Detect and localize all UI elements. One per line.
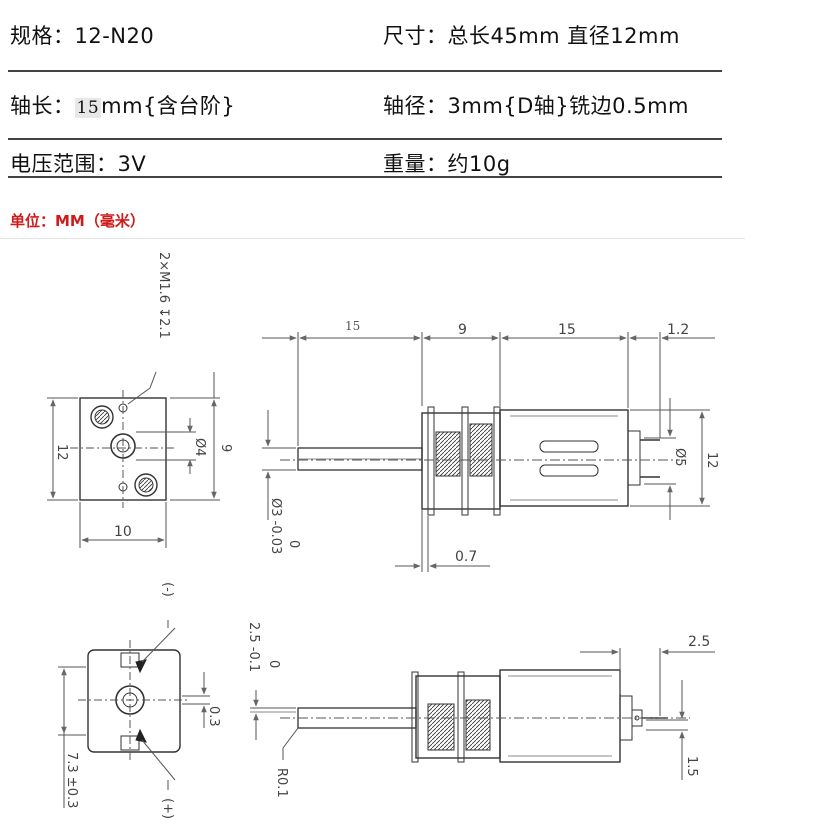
dim-7-3: 7.3 ±0.3 [64,752,79,808]
front-view-bottom [58,620,210,808]
spec-cell-shaft-length: 轴长：15mm{含台阶} [10,90,235,120]
dim-top-15b: 15 [558,322,576,338]
spec-row-3: 电压范围：3V 重量：约10g [0,142,722,194]
dim-shaft-dia-a: Ø3 -0.03 [268,498,283,554]
terminal-minus: (-) [160,582,175,597]
weight-value: 约10g [447,152,511,176]
shaft-diameter-value: 3mm{D轴}铣边0.5mm [447,94,689,118]
dim-9: 9 [218,444,233,452]
spec-cell-shaft-diameter: 轴径：3mm{D轴}铣边0.5mm [383,90,689,120]
screw-spec: 2×M1.6 ↧2.1 [156,252,171,339]
voltage-value: 3V [117,152,147,176]
spec-cell-model: 规格：12-N20 [10,20,154,50]
front-view-top [47,371,220,548]
row-divider [8,70,722,72]
terminal-plus: (+) [160,798,175,819]
spec-cell-weight: 重量：约10g [383,148,511,178]
dim-shaft-dia-b: 0 [286,540,301,548]
spec-cell-size: 尺寸：总长45mm 直径12mm [383,20,680,50]
dim-r0-1: R0.1 [274,768,289,798]
spec-row-1: 规格：12-N20 尺寸：总长45mm 直径12mm [0,20,722,72]
weight-label: 重量： [383,152,448,176]
dim-right-12: 12 [704,452,719,469]
size-label: 尺寸： [383,24,448,48]
motor-drawing: 2×M1.6 ↧2.1 15 9 15 1.2 12 Ø4 9 10 Ø3 -0… [47,252,719,819]
dim-2-5-b: 0 [266,660,281,668]
shaft-length-label: 轴长： [10,94,75,118]
dim-top-15: 15 [345,319,360,333]
dim-left-12: 12 [54,444,69,461]
side-view-top [262,332,715,572]
dim-1-5: 1.5 [684,756,699,777]
spec-cell-voltage: 电压范围：3V [10,148,146,178]
dim-0-7: 0.7 [455,549,477,565]
dim-2-5-a: 2.5 -0.1 [246,622,261,672]
dim-0-3: 0.3 [206,706,221,727]
voltage-label: 电压范围： [10,152,118,176]
shaft-length-number: 15 [74,98,102,118]
dim-top-1-2: 1.2 [667,322,689,338]
dim-width-10: 10 [114,524,132,540]
row-divider [8,138,722,140]
size-value: 总长45mm 直径12mm [447,24,680,48]
dim-2-5: 2.5 [688,634,710,650]
side-view-bottom [250,648,715,780]
dimension-labels: 2×M1.6 ↧2.1 15 9 15 1.2 12 Ø4 9 10 Ø3 -0… [54,252,719,819]
spec-value: 12-N20 [74,24,155,48]
shaft-length-value: mm{含台阶} [101,94,236,118]
unit-label: 单位：MM（毫米） [10,212,145,230]
spec-label: 规格： [10,24,75,48]
dim-top-9: 9 [458,322,467,338]
dim-phi5: Ø5 [672,448,687,467]
shaft-diameter-label: 轴径： [383,94,448,118]
dim-phi4: Ø4 [192,438,207,457]
spec-row-2: 轴长：15mm{含台阶} 轴径：3mm{D轴}铣边0.5mm [0,78,722,140]
row-divider [8,176,722,178]
unit-divider [0,238,745,239]
